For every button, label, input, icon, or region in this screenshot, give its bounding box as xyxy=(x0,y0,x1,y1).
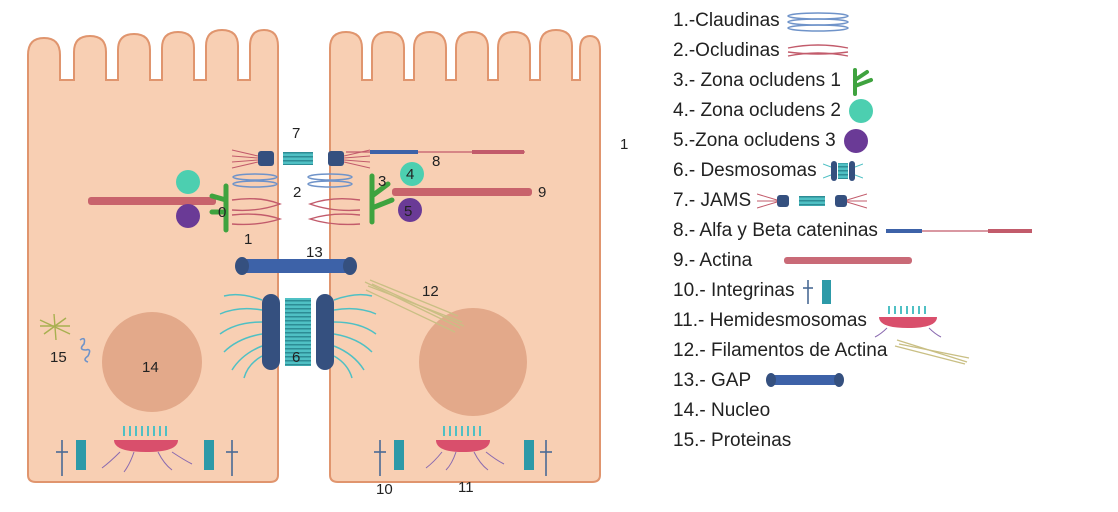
nucleus-right xyxy=(419,308,527,416)
desmosome-icon xyxy=(823,158,863,184)
label-12: 12 xyxy=(422,283,439,300)
hemidesmosome-icon xyxy=(873,304,943,338)
label-14: 14 xyxy=(142,359,159,376)
label-3: 3 xyxy=(378,173,386,190)
gap-junction xyxy=(235,257,357,275)
legend-item: 1.-Claudinas xyxy=(673,6,1034,36)
label-0: 0 xyxy=(218,204,226,221)
zo1-icon xyxy=(847,66,877,96)
catenin-icon xyxy=(884,223,1034,239)
zo3-icon xyxy=(842,127,870,155)
legend-item: 3.- Zona ocludens 1 xyxy=(673,66,1034,96)
label-11: 11 xyxy=(458,479,474,496)
legend-item: 11.- Hemidesmosomas xyxy=(673,306,1034,336)
ocludinas-icon xyxy=(786,40,850,62)
label-15: 15 xyxy=(50,349,67,366)
legend-item: 8.- Alfa y Beta cateninas xyxy=(673,216,1034,246)
claudinas-icon xyxy=(786,10,850,32)
legend-item: 5.-Zona ocludens 3 xyxy=(673,126,1034,156)
label-10: 10 xyxy=(376,481,393,498)
label-7: 7 xyxy=(292,125,300,142)
gap-icon xyxy=(765,371,845,391)
label-1: 1 xyxy=(244,231,252,248)
actin-bundle-right xyxy=(392,188,532,196)
legend: 1.-Claudinas 2.-Ocludinas 3.- Zona oclud… xyxy=(673,6,1034,456)
label-9: 9 xyxy=(538,184,546,201)
label-13: 13 xyxy=(306,244,323,261)
zo2-left xyxy=(176,170,200,194)
legend-item: 2.-Ocludinas xyxy=(673,36,1034,66)
label-6: 6 xyxy=(292,349,300,366)
actin-filament-icon xyxy=(893,336,973,366)
legend-item: 12.- Filamentos de Actina xyxy=(673,336,1034,366)
legend-item: 9.- Actina xyxy=(673,246,1034,276)
left-cell xyxy=(28,30,278,482)
label-4: 4 xyxy=(406,166,414,183)
legend-item: 4.- Zona ocludens 2 xyxy=(673,96,1034,126)
legend-item: 15.- Proteinas xyxy=(673,426,1034,456)
zo2-icon xyxy=(847,97,875,125)
label-2: 2 xyxy=(293,184,301,201)
legend-item: 14.- Nucleo xyxy=(673,396,1034,426)
legend-item: 13.- GAP xyxy=(673,366,1034,396)
legend-item: 7.- JAMS xyxy=(673,186,1034,216)
cell-junctions-diagram: 7 8 2 3 4 5 9 0 1 13 12 6 14 15 10 11 xyxy=(0,0,660,512)
label-8: 8 xyxy=(432,153,440,170)
label-1-standalone: 1 xyxy=(620,136,628,153)
legend-item: 6.- Desmosomas xyxy=(673,156,1034,186)
zo3-left xyxy=(176,204,200,228)
integrin-icon xyxy=(800,276,840,306)
actin-bundle-left xyxy=(88,197,216,205)
label-5: 5 xyxy=(404,203,412,220)
jams-icon xyxy=(757,188,867,214)
actin-icon xyxy=(782,253,932,269)
legend-item: 10.- Integrinas xyxy=(673,276,1034,306)
